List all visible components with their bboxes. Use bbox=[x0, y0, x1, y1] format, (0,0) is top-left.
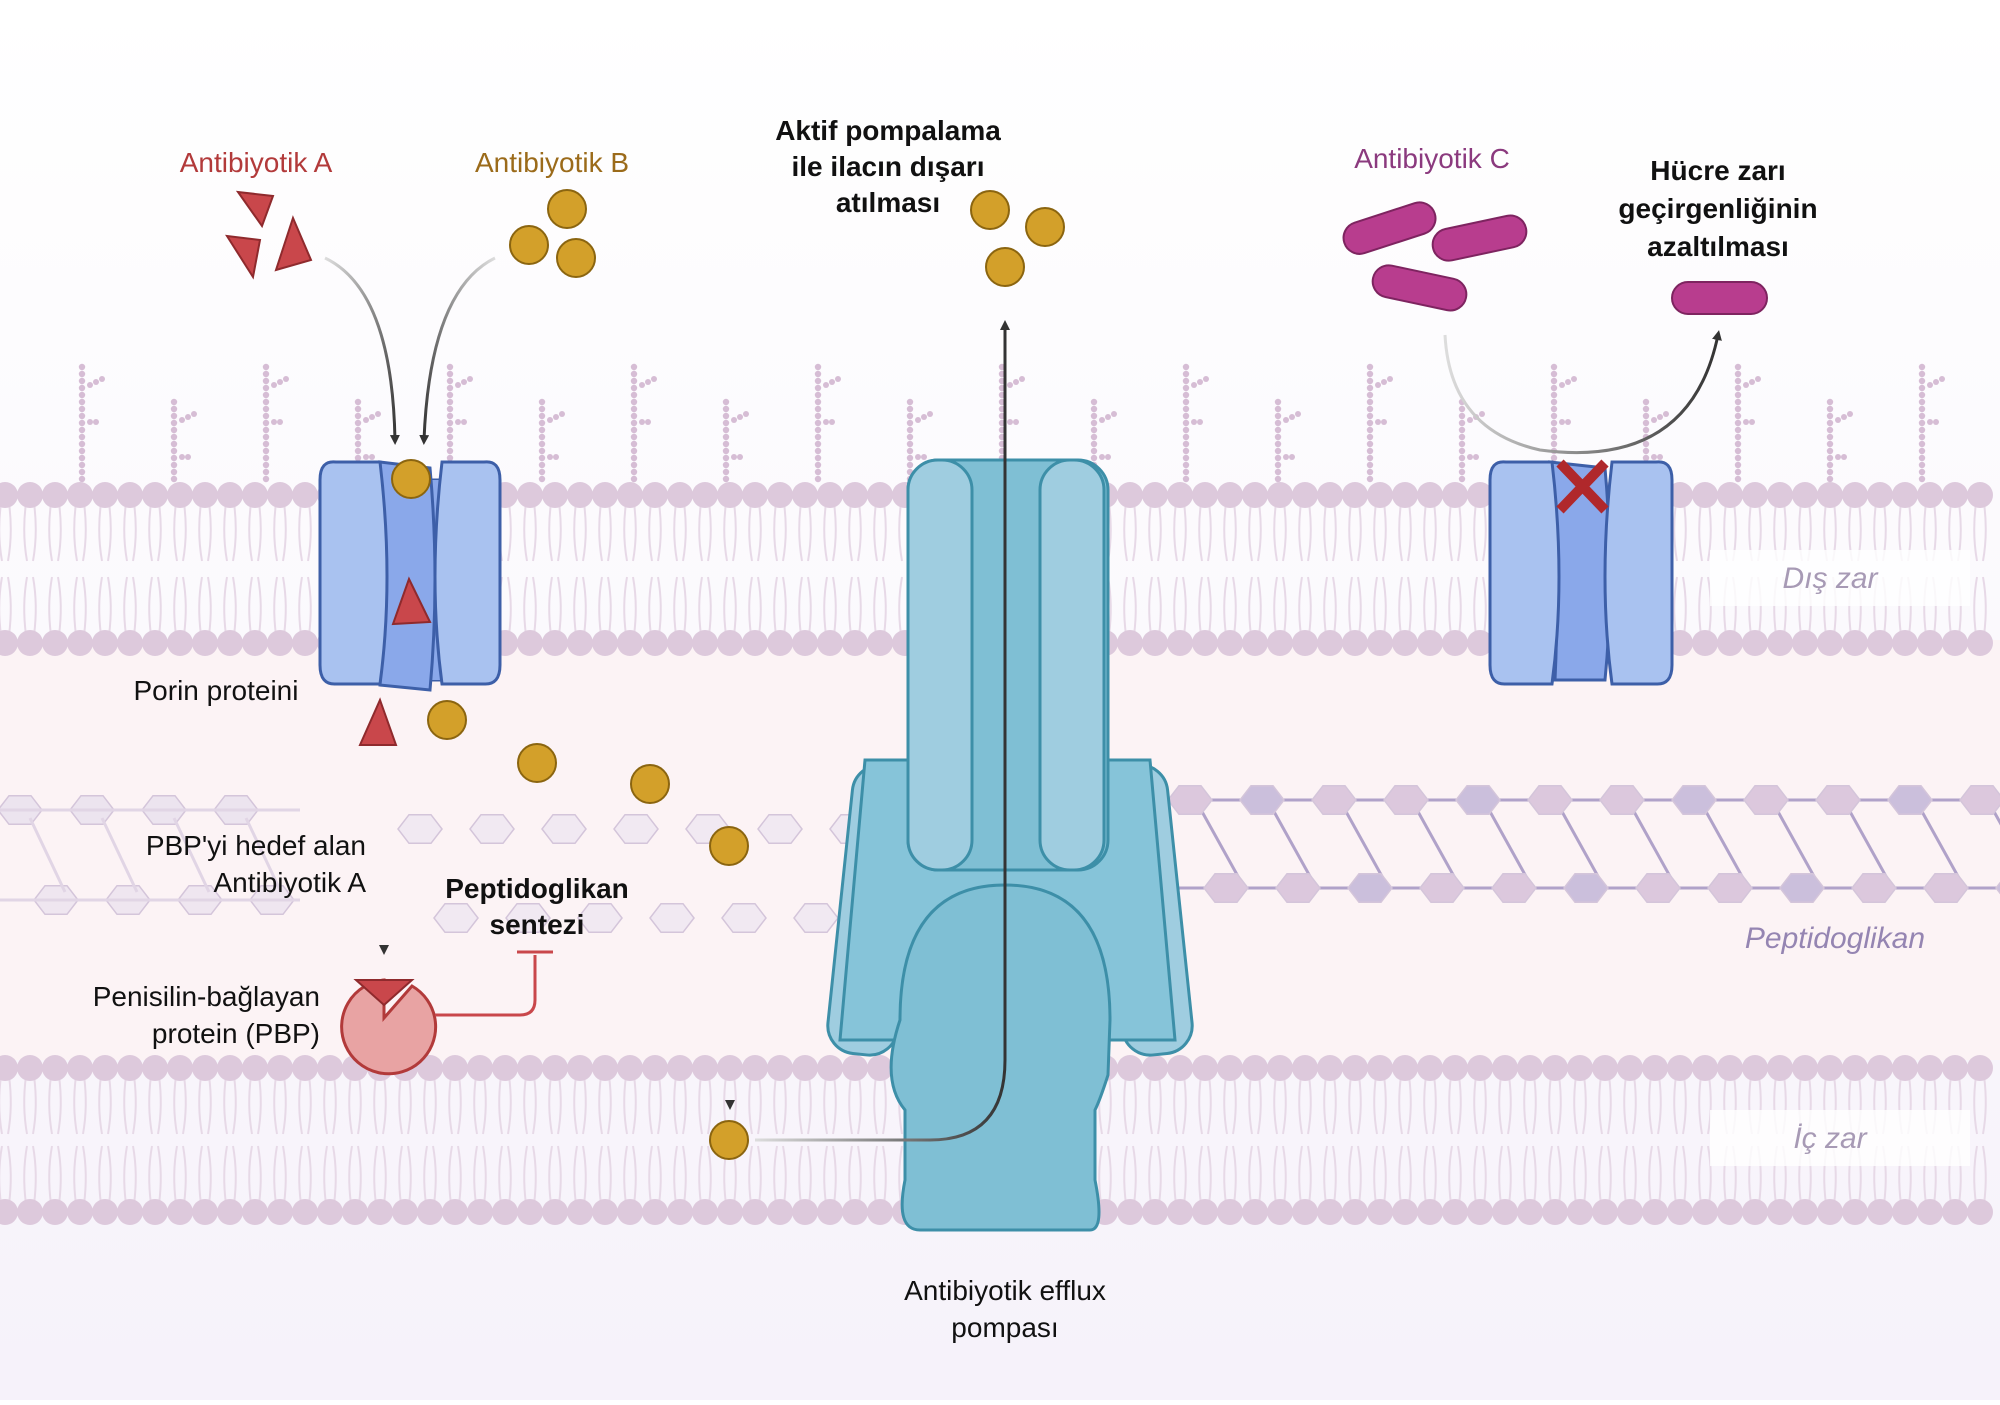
antibiotic-b-molecule bbox=[970, 190, 1010, 230]
antibiotic-c-molecule bbox=[1431, 214, 1528, 262]
peptidoglycan-mesh bbox=[0, 784, 2000, 934]
antibiotic-b-molecule bbox=[556, 238, 596, 278]
efflux-pump-label-line2: pompası bbox=[951, 1312, 1058, 1343]
antibiotic-c-label: Antibiyotik C bbox=[1354, 143, 1510, 174]
antibiotic-a-molecules bbox=[225, 190, 432, 746]
active-pumping-label-line1: Aktif pompalama bbox=[775, 115, 1001, 146]
arrow-efflux-out bbox=[755, 320, 1010, 1142]
pbp-label-line2: protein (PBP) bbox=[152, 1018, 320, 1049]
antibiotic-c-molecule bbox=[1371, 264, 1468, 312]
outer-membrane-label: Dış zar bbox=[1782, 562, 1878, 595]
permeability-label-line1: Hücre zarı bbox=[1650, 155, 1785, 186]
antibiotic-a-label: Antibiyotik A bbox=[180, 147, 333, 178]
antibiotic-b-molecule bbox=[1025, 207, 1065, 247]
inner-membrane-label-box bbox=[1710, 1110, 1970, 1166]
antibiotic-c-molecules bbox=[1342, 201, 1768, 315]
peptidoglycan-label: Peptidoglikan bbox=[1745, 922, 1925, 955]
antibiotic-b-molecule bbox=[547, 189, 587, 229]
pbp-targeting-label-line2: Antibiyotik A bbox=[213, 867, 366, 898]
inhibition-line bbox=[435, 955, 537, 1017]
antibiotic-b-label: Antibiyotik B bbox=[475, 147, 629, 178]
antibiotic-a-molecule-periplasm bbox=[358, 697, 398, 746]
antibiotic-c-molecule-outside bbox=[1671, 281, 1768, 315]
pbp-targeting-label-line1: PBP'yi hedef alan bbox=[146, 830, 366, 861]
lps-chains bbox=[78, 363, 1945, 483]
pbp-label-line1: Penisilin-bağlayan bbox=[93, 981, 320, 1012]
antibiotic-a-bound-to-pbp bbox=[353, 979, 415, 1007]
outer-membrane-label-box bbox=[1710, 550, 1970, 606]
porin-label: Porin proteini bbox=[134, 675, 299, 706]
efflux-pump-label-line1: Antibiyotik efflux bbox=[904, 1275, 1106, 1306]
inner-membrane-label: İç zar bbox=[1793, 1122, 1867, 1155]
antibiotic-b-molecules bbox=[391, 189, 1065, 1160]
active-pumping-label-line3: atılması bbox=[836, 187, 940, 218]
antibiotic-b-molecule bbox=[630, 764, 670, 804]
antibiotic-a-molecule bbox=[235, 190, 275, 229]
porin-protein bbox=[318, 460, 502, 692]
efflux-pump bbox=[826, 458, 1194, 1232]
blocked-x-icon bbox=[1556, 459, 1609, 514]
pg-synthesis-label-line1: Peptidoglikan bbox=[445, 873, 629, 904]
antibiotic-a-molecule bbox=[225, 234, 262, 280]
porin-protein-blocked bbox=[1488, 460, 1674, 686]
antibiotic-a-molecule-in-porin bbox=[391, 576, 432, 626]
permeability-label-line2: geçirgenliğinin bbox=[1618, 193, 1817, 224]
active-pumping-label-line2: ile ilacın dışarı bbox=[792, 151, 985, 182]
antibiotic-b-molecule bbox=[517, 743, 557, 783]
antibiotic-b-molecule bbox=[391, 459, 431, 499]
antibiotic-b-molecule bbox=[985, 247, 1025, 287]
pg-synthesis-label-line2: sentezi bbox=[490, 909, 585, 940]
penicillin-binding-protein bbox=[340, 978, 438, 1076]
antibiotic-b-molecule bbox=[509, 225, 549, 265]
arrow-antibiotic-c-blocked bbox=[1443, 330, 1722, 455]
arrow-antibiotic-b-to-porin bbox=[419, 256, 496, 445]
antibiotic-a-molecule bbox=[274, 215, 313, 272]
permeability-label-line3: azaltılması bbox=[1647, 231, 1789, 262]
antibiotic-b-molecule bbox=[427, 700, 467, 740]
antibiotic-c-molecule bbox=[1342, 201, 1437, 255]
arrow-antibiotic-a-to-porin bbox=[324, 256, 400, 445]
antibiotic-b-molecule bbox=[709, 826, 749, 866]
antibiotic-b-molecule bbox=[709, 1120, 749, 1160]
